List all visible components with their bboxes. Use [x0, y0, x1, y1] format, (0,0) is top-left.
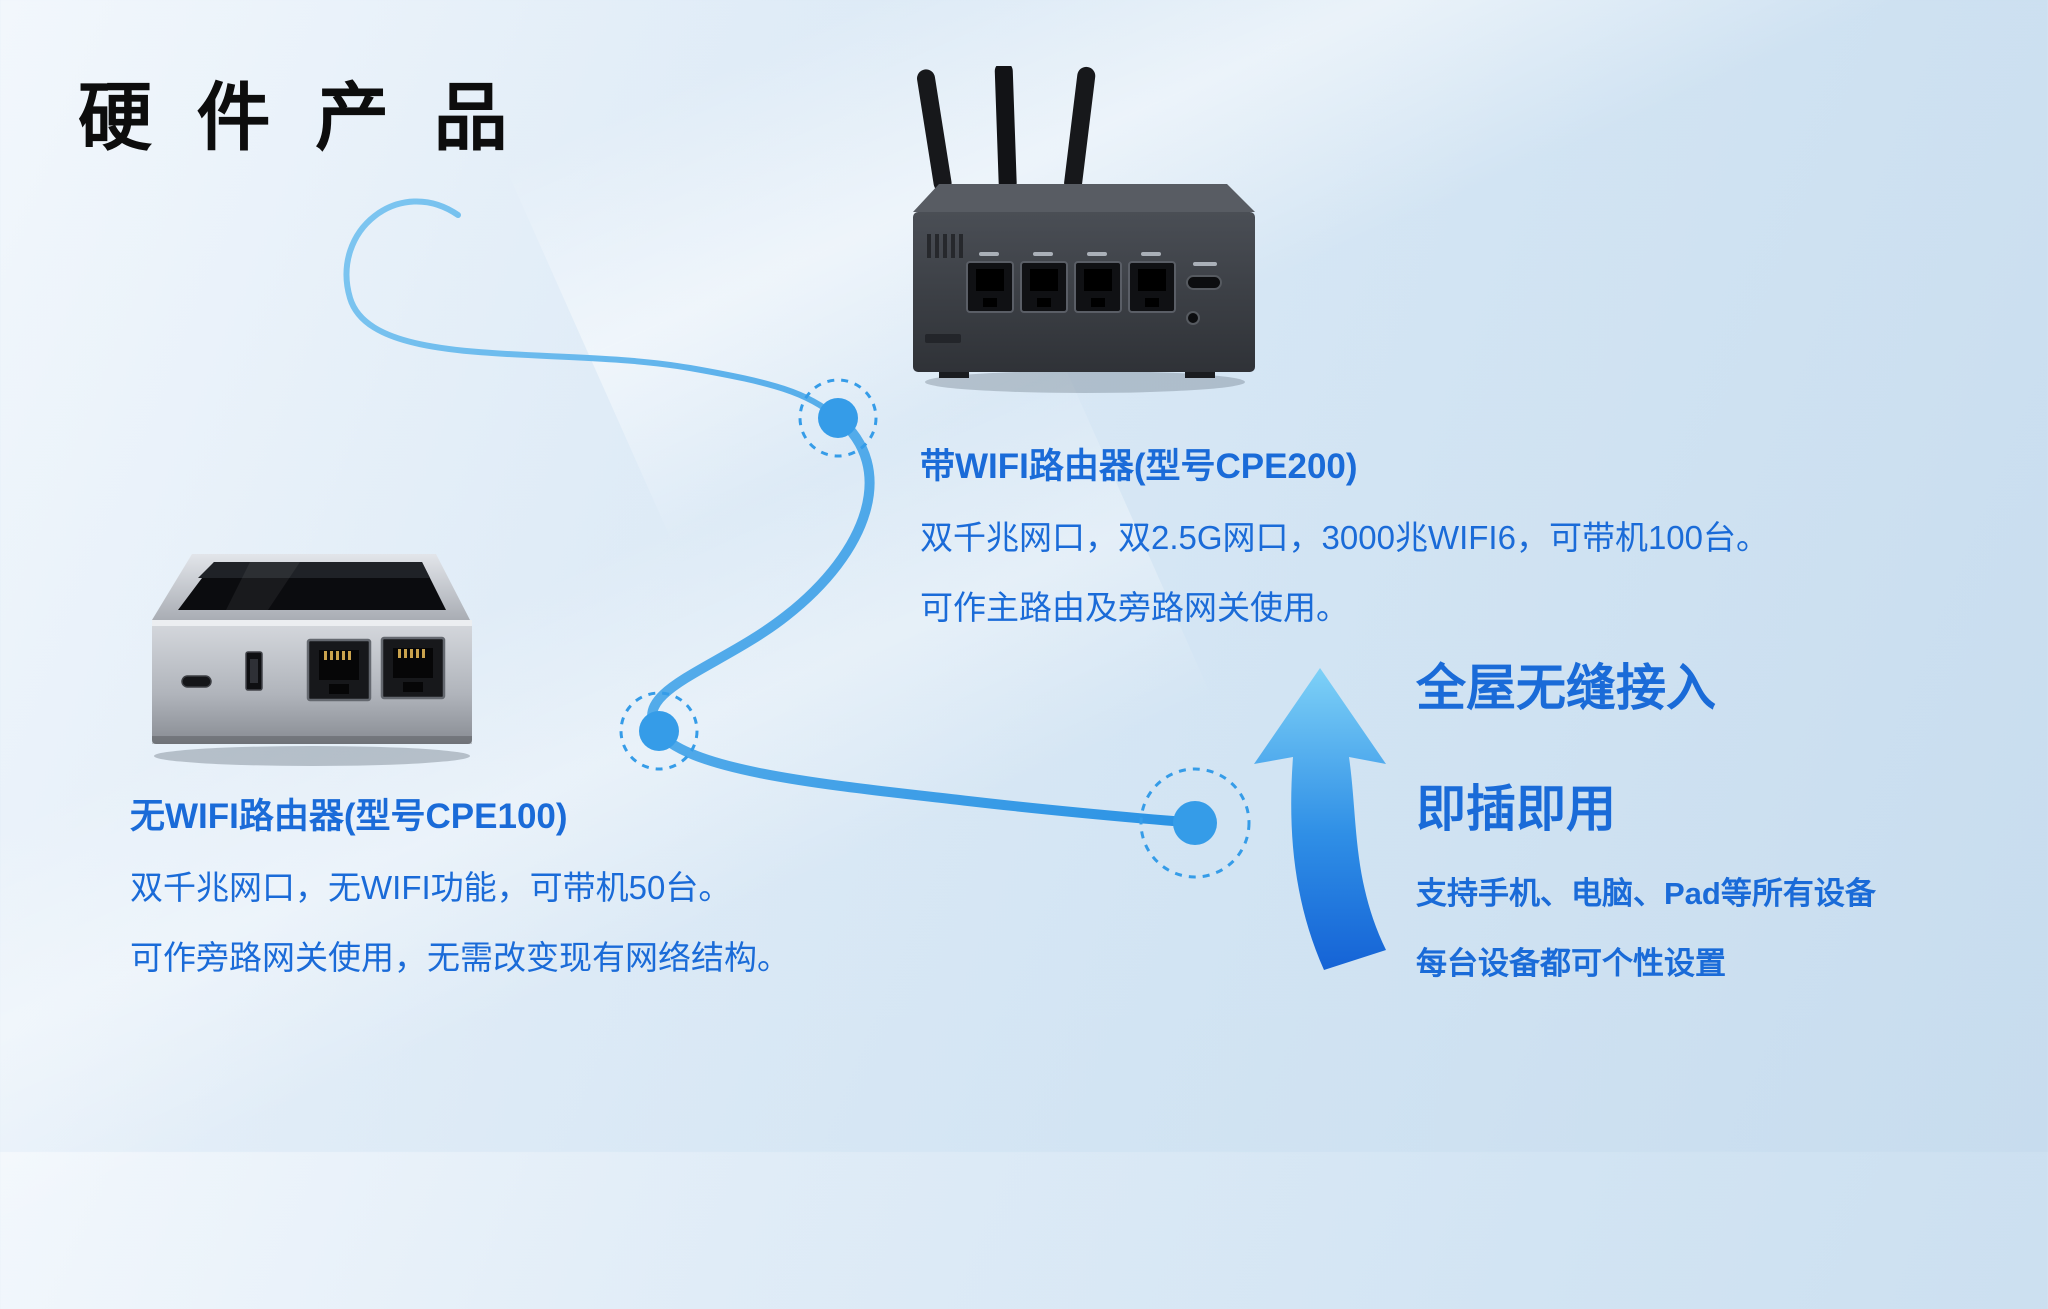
- cpe100-router-image: [152, 554, 472, 766]
- flow-node-1: [798, 378, 878, 458]
- up-arrow-icon: [1254, 668, 1386, 970]
- flow-node-3: [1139, 767, 1251, 879]
- feature-detail-2: 每台设备都可个性设置: [1416, 946, 1726, 981]
- feature-headline-2: 即插即用: [1416, 781, 1616, 837]
- device-shadow: [154, 746, 470, 766]
- cpe200-router-image: [913, 66, 1255, 393]
- feature-highlights: 全屋无缝接入 即插即用 支持手机、电脑、Pad等所有设备 每台设备都可个性设置: [1416, 648, 1876, 1008]
- cpe100-spec-line: 可作旁路网关使用，无需改变现有网络结构。: [130, 939, 790, 976]
- sim-slot: [925, 334, 961, 343]
- feature-detail-1: 支持手机、电脑、Pad等所有设备: [1416, 876, 1876, 911]
- usb-a-port: [245, 651, 263, 691]
- cpe200-spec-line: 可作主路由及旁路网关使用。: [920, 589, 1349, 626]
- cpe100-spec-line: 双千兆网口，无WIFI功能，可带机50台。: [130, 869, 732, 906]
- usb-c-port: [181, 675, 212, 688]
- usb-c-port: [1186, 275, 1222, 290]
- antenna-icons: [917, 66, 1096, 193]
- cpe100-name: 无WIFI路由器(型号CPE100): [130, 797, 568, 836]
- ethernet-ports: [306, 636, 446, 702]
- flow-line-tail: [343, 198, 841, 421]
- cpe200-name: 带WIFI路由器(型号CPE200): [920, 447, 1358, 486]
- feature-headline-1: 全屋无缝接入: [1416, 660, 1716, 716]
- cpe200-description: 带WIFI路由器(型号CPE200) 双千兆网口，双2.5G网口，3000兆WI…: [920, 438, 1769, 651]
- flow-node-2: [619, 691, 699, 771]
- router-body: [913, 184, 1255, 378]
- router-body: [152, 554, 472, 744]
- page-title: 硬 件 产 品: [78, 76, 520, 159]
- cpe200-spec-line: 双千兆网口，双2.5G网口，3000兆WIFI6，可带机100台。: [920, 519, 1770, 556]
- reset-button-hole: [1186, 311, 1200, 325]
- cpe100-description: 无WIFI路由器(型号CPE100) 双千兆网口，无WIFI功能，可带机50台。…: [130, 788, 790, 1001]
